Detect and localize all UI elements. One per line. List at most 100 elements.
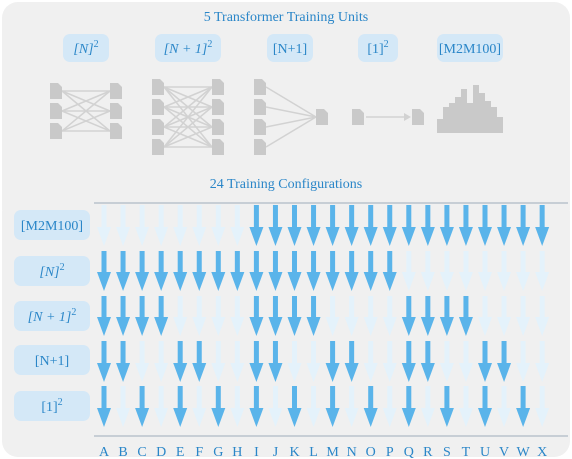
- inactive-arrow: [325, 296, 340, 336]
- document-icon: [212, 99, 224, 115]
- connector-line: [265, 116, 317, 128]
- unit-label-4-base: [1]: [367, 42, 383, 57]
- active-arrow: [192, 251, 207, 291]
- active-arrow: [478, 341, 492, 382]
- active-arrow: [401, 205, 416, 246]
- column-label: S: [443, 445, 451, 459]
- row-label-3-base: [N + 1]: [28, 310, 72, 325]
- active-arrow: [382, 205, 397, 246]
- connector-line: [61, 110, 111, 132]
- active-arrow: [535, 205, 550, 246]
- connector-line: [265, 106, 317, 118]
- active-arrow: [173, 386, 188, 427]
- inactive-arrow: [382, 386, 397, 427]
- row-label-2-bg: [14, 256, 90, 286]
- active-arrow: [344, 205, 359, 246]
- connector-line: [61, 90, 111, 112]
- unit-label-4-text: [1]2: [367, 39, 388, 57]
- unit-label-2-bg: [155, 34, 221, 62]
- active-arrow: [420, 341, 435, 382]
- connector-line: [163, 106, 213, 148]
- inactive-arrow: [154, 341, 169, 382]
- inactive-arrow: [230, 386, 245, 427]
- row-labels: [M2M100][N]2[N + 1]2[N+1][1]2: [14, 210, 90, 421]
- column-label: Q: [404, 445, 414, 459]
- inactive-arrow: [154, 205, 169, 246]
- active-arrow: [306, 296, 321, 336]
- document-icon: [254, 79, 266, 95]
- active-arrow: [458, 205, 473, 246]
- row-label-1-text: [M2M100]: [21, 219, 83, 234]
- inactive-arrow: [458, 386, 473, 427]
- inactive-arrow: [458, 341, 473, 382]
- row-label-2-sup: 2: [60, 262, 65, 273]
- active-arrow: [382, 251, 397, 291]
- histogram-bar: [497, 117, 503, 133]
- histogram-bar: [437, 119, 443, 133]
- active-arrow: [192, 341, 207, 382]
- active-arrow: [401, 386, 416, 427]
- active-arrow: [268, 296, 283, 336]
- active-arrow: [249, 341, 264, 382]
- unit-label-2-base: [N + 1]: [164, 42, 208, 57]
- active-arrow: [268, 251, 283, 291]
- inactive-arrow: [535, 251, 550, 291]
- inactive-arrow: [439, 341, 454, 382]
- inactive-arrow: [116, 205, 131, 246]
- bottom-title: 24 Training Configurations: [210, 177, 362, 192]
- arrowhead-icon: [404, 113, 411, 121]
- active-arrow: [420, 205, 435, 246]
- column-label: K: [289, 445, 299, 459]
- active-arrow: [116, 341, 131, 382]
- inactive-arrow: [230, 341, 245, 382]
- active-arrow: [516, 386, 531, 427]
- document-icon: [352, 109, 364, 125]
- inactive-arrow: [306, 386, 321, 427]
- inactive-arrow: [497, 386, 512, 427]
- connector-line: [265, 116, 317, 148]
- connector-line: [163, 126, 213, 148]
- document-icon: [152, 139, 164, 155]
- histogram-bar: [467, 103, 473, 133]
- active-arrow: [458, 296, 473, 336]
- inactive-arrow: [382, 341, 397, 382]
- inactive-arrow: [287, 341, 302, 382]
- active-arrow: [135, 386, 150, 427]
- document-icon: [50, 103, 62, 119]
- active-arrow: [439, 205, 454, 246]
- active-arrow: [325, 386, 340, 427]
- active-arrow: [97, 386, 111, 427]
- active-arrow: [325, 251, 340, 291]
- active-arrow: [211, 386, 226, 427]
- active-arrow: [478, 386, 492, 427]
- row-label-5-sup: 2: [58, 397, 63, 408]
- row-label-3-bg: [14, 301, 90, 331]
- inactive-arrow: [516, 296, 531, 336]
- active-arrow: [287, 251, 302, 291]
- row-label-3: [N + 1]2: [14, 301, 90, 331]
- inactive-arrow: [306, 341, 321, 382]
- row-label-1-bg: [14, 210, 90, 240]
- active-arrow: [344, 251, 359, 291]
- document-icon: [254, 99, 266, 115]
- unit-label-4-sup: 2: [384, 39, 389, 50]
- inactive-arrow: [97, 205, 111, 246]
- row-label-4-base: [N+1]: [35, 354, 69, 369]
- column-label: V: [499, 445, 509, 459]
- active-arrow: [497, 205, 512, 246]
- active-arrow: [135, 251, 150, 291]
- inactive-arrow: [363, 341, 378, 382]
- active-arrow: [173, 341, 188, 382]
- column-label: J: [273, 445, 279, 459]
- active-arrow: [97, 251, 111, 291]
- active-arrow: [363, 205, 378, 246]
- active-arrow: [249, 386, 264, 427]
- column-label: F: [195, 445, 203, 459]
- unit-label-1-text: [N]2: [73, 39, 98, 57]
- active-arrow: [154, 251, 169, 291]
- inactive-arrow: [420, 251, 435, 291]
- row-label-4-bg: [14, 345, 90, 375]
- active-arrow: [249, 205, 264, 246]
- document-icon: [412, 109, 424, 125]
